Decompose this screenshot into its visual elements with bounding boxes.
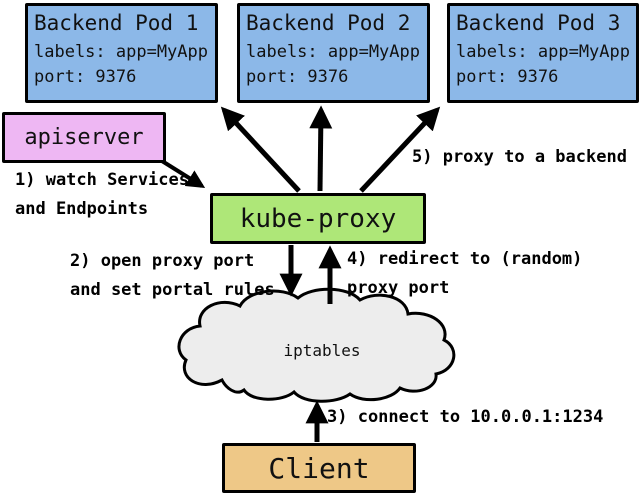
kube-proxy-label: kube-proxy: [239, 203, 397, 234]
step4-label: 4) redirect to (random) proxy port: [347, 249, 583, 298]
step3-label: 3) connect to 10.0.0.1:1234: [327, 407, 604, 427]
pod-labels: labels: app=MyApp: [34, 42, 208, 62]
step2-label: 2) open proxy port and set portal rules: [70, 251, 275, 300]
pod-labels: labels: app=MyApp: [246, 42, 420, 62]
pod-title: Backend Pod 1: [34, 11, 199, 35]
arrow-kube-proxy-to-pod1: [220, 106, 301, 193]
arrow-apiserver-to-kube-proxy: [160, 159, 206, 188]
step5-label: 5) proxy to a backend: [412, 147, 627, 167]
kube-proxy-box: kube-proxy: [210, 193, 426, 244]
backend-pod-2-box: Backend Pod 2 labels: app=MyApp port: 93…: [237, 3, 430, 103]
pod-title: Backend Pod 2: [246, 11, 411, 35]
arrow-kube-proxy-to-pod2: [309, 105, 333, 192]
arrow-kube-proxy-to-pod3: [359, 106, 441, 193]
iptables-cloud: [177, 287, 456, 403]
step1-label: 1) watch Services and Endpoints: [15, 170, 189, 219]
pod-port: port: 9376: [246, 67, 349, 87]
client-label: Client: [268, 451, 370, 485]
pod-port: port: 9376: [34, 67, 137, 87]
apiserver-box: apiserver: [2, 112, 166, 163]
pod-port: port: 9376: [456, 67, 559, 87]
backend-pod-3-box: Backend Pod 3 labels: app=MyApp port: 93…: [447, 3, 639, 103]
apiserver-label: apiserver: [24, 125, 144, 150]
client-box: Client: [222, 443, 416, 493]
backend-pod-1-box: Backend Pod 1 labels: app=MyApp port: 93…: [25, 3, 218, 103]
iptables-label: iptables: [283, 341, 361, 360]
pod-title: Backend Pod 3: [456, 11, 621, 35]
pod-labels: labels: app=MyApp: [456, 42, 630, 62]
